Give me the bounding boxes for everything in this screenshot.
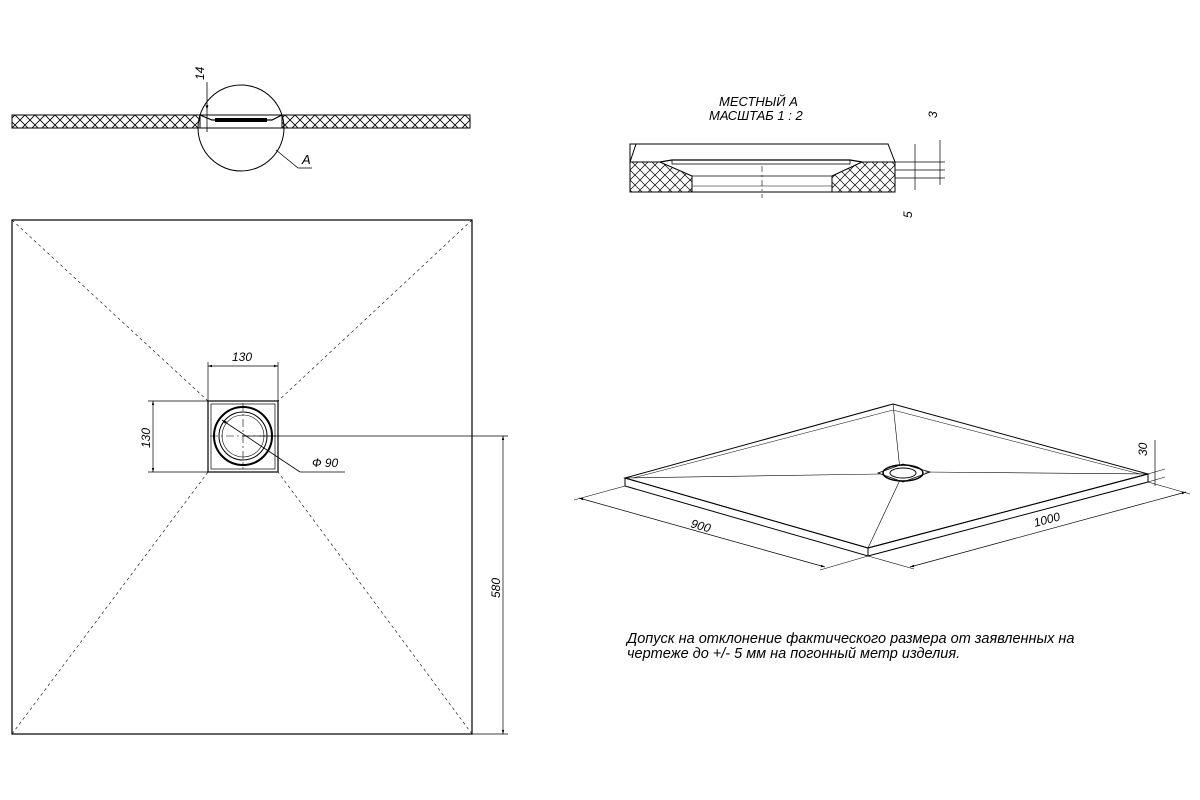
isometric-view: 900 1000 30 bbox=[573, 403, 1191, 571]
slope-lines bbox=[11, 219, 473, 735]
drain-grate-section bbox=[215, 118, 267, 122]
section-hatch-right bbox=[831, 161, 896, 193]
dim-height-14: 14 bbox=[193, 66, 207, 80]
grate-detail bbox=[671, 159, 851, 165]
plan-view: 130 130 Ф 90 580 bbox=[11, 219, 508, 735]
iso-slope-lines bbox=[624, 403, 1149, 549]
tolerance-note: Допуск на отклонение фактического размер… bbox=[627, 632, 1147, 662]
dim-iso-length: 1000 bbox=[1032, 509, 1062, 530]
note-line-2: чертеже до +/- 5 мм на погонный метр изд… bbox=[627, 646, 961, 662]
note-line-1: Допуск на отклонение фактического размер… bbox=[627, 631, 1075, 647]
dim-detail-3: 3 bbox=[926, 111, 940, 118]
detail-callout-circle bbox=[197, 84, 285, 172]
dim-drain-height: 130 bbox=[139, 428, 153, 448]
dim-iso-width: 900 bbox=[689, 516, 712, 535]
side-section-view: А 14 bbox=[11, 66, 471, 172]
dim-drain-width: 130 bbox=[232, 350, 252, 364]
detail-scale: МАСШТАБ 1 : 2 bbox=[709, 108, 803, 123]
dim-iso-height: 30 bbox=[1136, 442, 1150, 456]
dim-detail-5: 5 bbox=[901, 211, 915, 218]
dim-drain-offset: 580 bbox=[489, 578, 503, 598]
callout-label: А bbox=[301, 152, 311, 167]
detail-a-view: МЕСТНЫЙ А МАСШТАБ 1 : 2 3 5 bbox=[629, 93, 945, 218]
dim-drain-diameter: Ф 90 bbox=[312, 456, 339, 470]
tray-outline bbox=[11, 219, 473, 735]
section-hatch-left bbox=[629, 161, 693, 193]
detail-title: МЕСТНЫЙ А bbox=[719, 93, 798, 109]
drain-square bbox=[207, 400, 279, 473]
